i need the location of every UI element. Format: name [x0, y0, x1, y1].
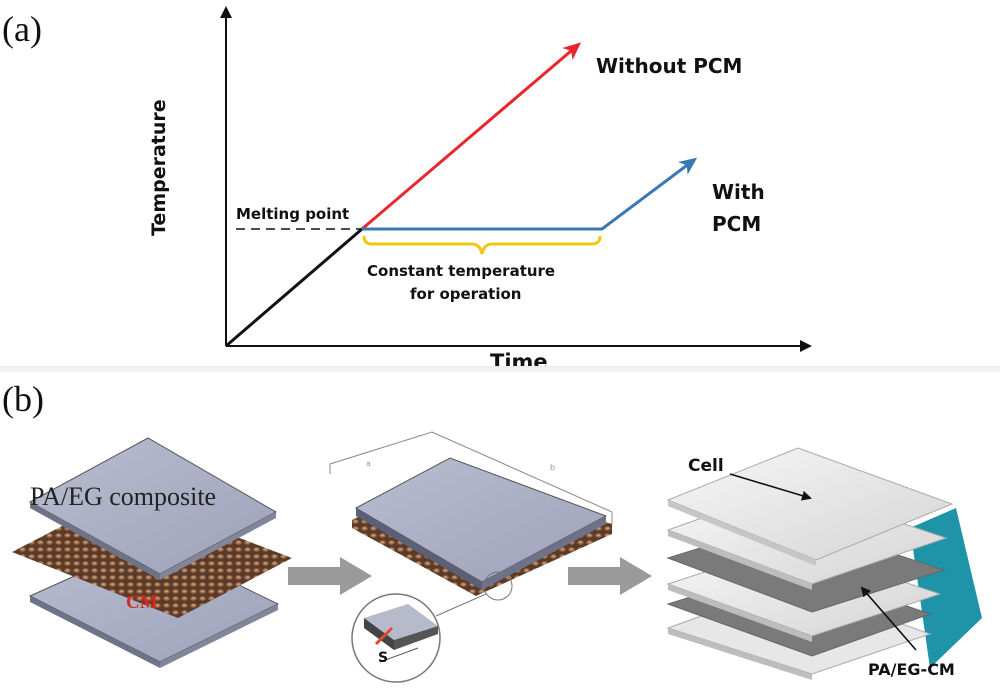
dimension-label-b: b	[550, 463, 555, 472]
cm-label: CM	[126, 592, 158, 613]
battery-pack-stack	[666, 447, 982, 680]
with-pcm-line	[362, 157, 698, 231]
plateau-label-line2: for operation	[410, 285, 522, 303]
process-arrow-2	[568, 557, 652, 595]
panel-a-label: (a)	[2, 9, 42, 49]
cell-pointer-line	[729, 473, 812, 501]
heating-line	[225, 227, 363, 348]
assembled-top-plate	[354, 457, 608, 583]
exploded-composite-stack	[12, 437, 292, 668]
bottom-plate-edge	[30, 596, 160, 668]
plateau-brace	[362, 235, 602, 255]
melting-point-label: Melting point	[236, 205, 350, 223]
pcm-label: PA/EG-CM	[868, 660, 955, 679]
panel-b-label: (b)	[2, 379, 44, 419]
assembled-plate	[329, 431, 613, 683]
dimension-label-a: a	[366, 459, 371, 468]
panel-separator	[0, 366, 1000, 372]
process-arrow-1	[288, 557, 372, 595]
without-pcm-label: Without PCM	[596, 54, 743, 78]
top-plate-edge	[30, 502, 160, 580]
plateau-label-line1: Constant temperature	[367, 262, 556, 280]
bottom-plate-edge-right	[160, 604, 278, 668]
teal-side-wall	[910, 508, 982, 668]
with-pcm-label-line1: With	[712, 180, 765, 204]
pcm-pointer-line	[860, 586, 917, 651]
top-plate-edge-right	[160, 512, 276, 580]
detail-callout-circle	[483, 571, 513, 601]
s-label: S	[378, 650, 389, 666]
composite-label: PA/EG composite	[30, 482, 217, 511]
with-pcm-label-line2: PCM	[712, 212, 762, 236]
cell-label: Cell	[688, 456, 724, 476]
without-pcm-line	[361, 42, 582, 231]
